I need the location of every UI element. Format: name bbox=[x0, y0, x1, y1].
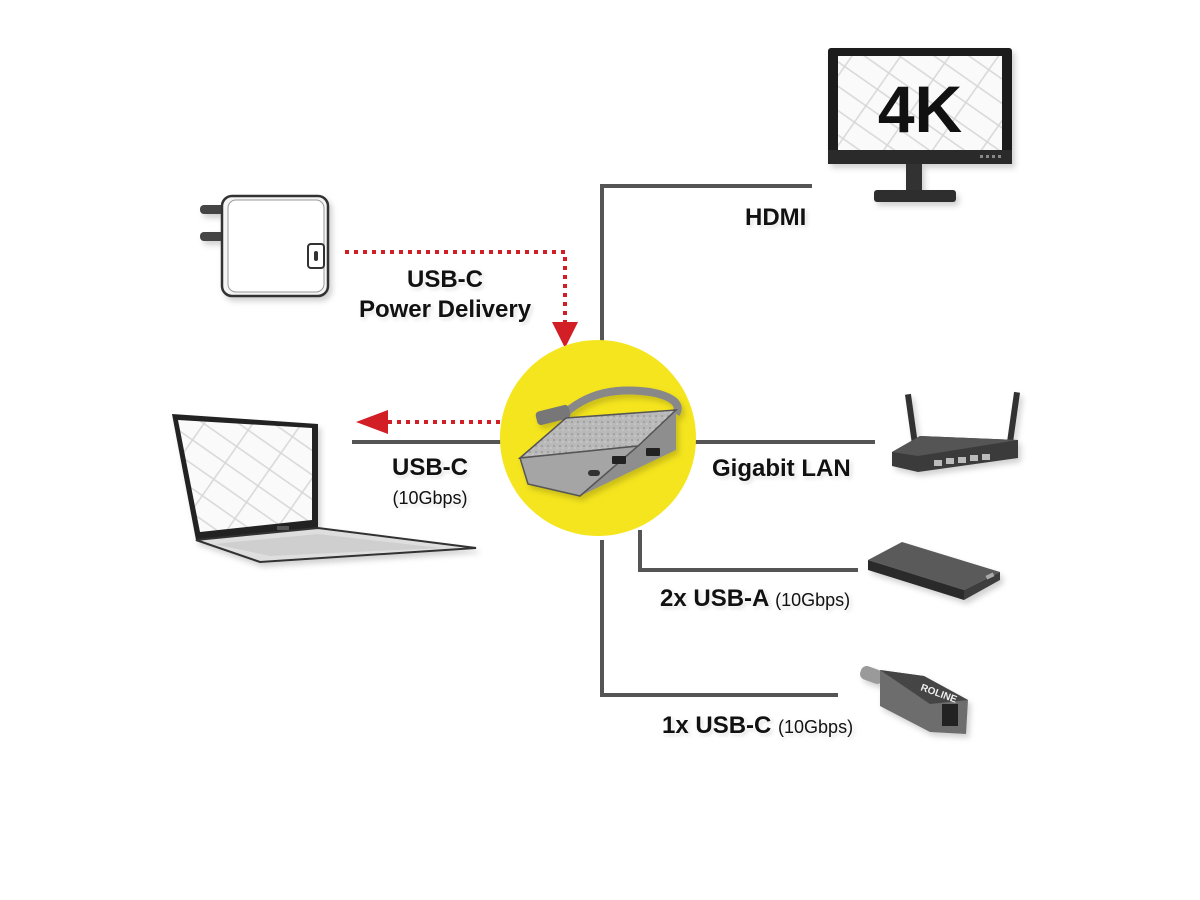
usb-c-adapter-icon bbox=[860, 666, 968, 734]
hdmi-line bbox=[600, 184, 812, 350]
power-label-line1: USB-C bbox=[407, 266, 483, 293]
usbc-line bbox=[600, 540, 838, 697]
data-arrow-to-laptop bbox=[356, 410, 500, 434]
hdmi-label: HDMI bbox=[745, 204, 807, 231]
router-icon bbox=[892, 391, 1021, 472]
external-drive-icon bbox=[868, 542, 1000, 600]
laptop-icon bbox=[172, 414, 477, 564]
usb-a-label-main: 2x USB-A bbox=[660, 585, 769, 612]
usb-c-port-label-main: 1x USB-C bbox=[662, 712, 772, 739]
usb-a-label: 2x USB-A (10Gbps) bbox=[660, 585, 850, 613]
power-label-line2: Power Delivery bbox=[358, 296, 532, 323]
usb-c-port-label-sub: (10Gbps) bbox=[778, 717, 854, 737]
usb-c-port-label: 1x USB-C (10Gbps) bbox=[662, 712, 853, 740]
power-adapter-icon bbox=[200, 194, 330, 298]
monitor-icon bbox=[828, 48, 1012, 202]
power-delivery-label: USB-C Power Delivery bbox=[350, 265, 540, 325]
laptop-connection-label: USB-C (10Gbps) bbox=[375, 453, 485, 513]
power-arrow bbox=[345, 250, 578, 348]
monitor-4k-label: 4K bbox=[878, 72, 963, 146]
laptop-label-sub: (10Gbps) bbox=[392, 488, 468, 508]
usb-hub-icon bbox=[517, 386, 682, 497]
usb-a-label-sub: (10Gbps) bbox=[775, 590, 851, 610]
connection-lines bbox=[352, 184, 875, 697]
gigabit-lan-label: Gigabit LAN bbox=[712, 455, 851, 482]
laptop-label-main: USB-C bbox=[392, 454, 468, 481]
usba-line bbox=[638, 530, 858, 572]
